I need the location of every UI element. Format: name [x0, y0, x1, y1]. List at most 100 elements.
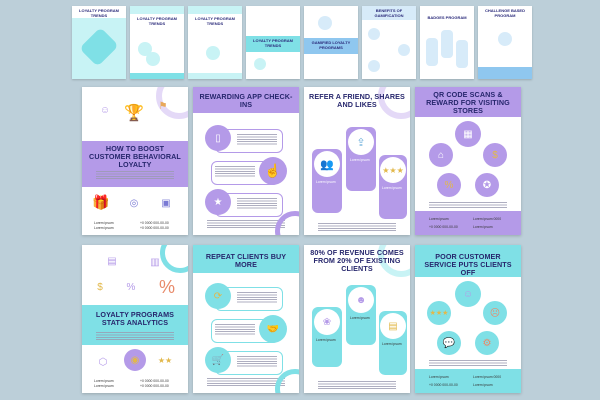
percent-network-icon: % — [126, 281, 136, 293]
thumbnail-challenge-based-program[interactable]: CHALLENGE BASED PROGRAM — [478, 6, 532, 79]
store-location-icon: ⌂ — [437, 149, 445, 161]
item-label: Lorem ipsum — [350, 158, 370, 162]
dollar-pie-icon: $ — [97, 281, 103, 293]
card-title: POOR CUSTOMER SERVICE PUTS CLIENTS OFF — [424, 252, 512, 277]
item-label: Lorem ipsum — [350, 316, 370, 320]
body-text — [318, 223, 396, 231]
thumbnail-loyalty-program-trends-4[interactable]: LOYALTY PROGRAM TRENDS — [246, 6, 300, 79]
brochure-loyalty-stats-analytics[interactable]: ▤ ▥ $ % % LOYALTY PROGRAMS STATS ANALYTI… — [82, 245, 188, 393]
card-title: LOYALTY PROGRAMS STATS ANALYTICS — [95, 310, 175, 327]
title-band — [415, 245, 521, 277]
thumb-footer — [188, 73, 242, 79]
card-title: QR CODE SCANS & REWARD FOR VISITING STOR… — [426, 90, 510, 115]
thumb-header — [362, 6, 416, 20]
thumb-footer — [478, 67, 532, 79]
icon-circle — [380, 157, 406, 183]
reward-box-icon: ✪ — [482, 179, 492, 191]
item-label: Lorem ipsum — [316, 338, 336, 342]
thumb-title: GAMIFIED LOYALTY PROGRAMS — [311, 40, 351, 50]
network-person-icon: ◎ — [129, 197, 139, 209]
star-columns-icon: ★★ — [157, 355, 173, 365]
coin-stack-icon: ▤ — [388, 320, 398, 332]
star-rating-icon: ★★★ — [382, 165, 404, 175]
decor-circle — [156, 87, 188, 119]
contact-phone: +0 0000 000-00-00 — [140, 379, 169, 383]
monitor-chart-icon: ▥ — [150, 256, 160, 268]
body-text — [207, 378, 285, 386]
thumb-title: BENEFITS OF GAMIFICATION — [374, 8, 404, 18]
thumb-title: BADGES PROGRAM — [427, 15, 467, 20]
card-title: REPEAT CLIENTS BUY MORE — [205, 252, 287, 269]
contact-name: Lorem ipsum — [94, 384, 114, 388]
contact-phone: +0 0000 000-00-00 — [140, 221, 169, 225]
brochure-qr-code-scans[interactable]: QR CODE SCANS & REWARD FOR VISITING STOR… — [415, 87, 521, 235]
clients-hand-icon: ☻ — [355, 294, 367, 306]
icon-circle — [483, 143, 507, 167]
contact-email: Lorem ipsum — [429, 375, 449, 379]
face-settings-icon: ☺ — [99, 104, 111, 116]
decor-circle — [378, 245, 410, 277]
item-label: Lorem ipsum — [382, 342, 402, 346]
shopping-cart-icon: 🛒 — [211, 354, 225, 366]
contact-band — [415, 369, 521, 393]
brochure-how-to-boost-loyalty[interactable]: ☺ 🏆 ⚑ HOW TO BOOST CUSTOMER BEHAVIORAL L… — [82, 87, 188, 235]
column-graphic — [456, 40, 468, 68]
contact-web: Lorem ipsum — [473, 383, 493, 387]
thumbnail-benefits-of-gamification[interactable]: BENEFITS OF GAMIFICATION — [362, 6, 416, 79]
title-band — [82, 141, 188, 187]
brochure-rewarding-app-check-ins[interactable]: REWARDING APP CHECK-INS ▯ ☝ ★ — [193, 87, 299, 235]
decor-circle — [275, 211, 299, 235]
icon-circle — [314, 309, 340, 335]
item-label: Lorem ipsum — [316, 180, 336, 184]
phone-coupon-icon: ▯ — [215, 132, 221, 144]
percent-growth-icon: % — [158, 276, 175, 297]
icon-circle — [455, 281, 481, 307]
qr-phone-icon: ▦ — [463, 128, 473, 140]
body-text — [429, 202, 507, 208]
thumbnail-badges-program[interactable]: BADGES PROGRAM — [420, 6, 474, 79]
icon-circle — [483, 301, 507, 325]
card-refresh-icon: ▣ — [161, 197, 171, 209]
thumbnail-loyalty-program-trends-1[interactable]: LOYALTY PROGRAM TRENDS — [72, 6, 126, 79]
icon-circle — [398, 44, 410, 56]
thumb-title: LOYALTY PROGRAM TRENDS — [79, 8, 119, 18]
coin-icon: $ — [492, 149, 498, 161]
title-band — [193, 87, 299, 113]
body-text — [237, 134, 277, 146]
thumb-title: CHALLENGE BASED PROGRAM — [484, 8, 525, 18]
icon-circle — [146, 52, 160, 66]
speech-head-icon: 💬 — [442, 337, 456, 349]
thumb-title: LOYALTY PROGRAM TRENDS — [137, 16, 177, 26]
thumbnail-gamified-loyalty-programs[interactable]: GAMIFIED LOYALTY PROGRAMS — [304, 6, 358, 79]
thumbnail-loyalty-program-trends-2[interactable]: LOYALTY PROGRAM TRENDS — [130, 6, 184, 79]
brochure-repeat-clients[interactable]: REPEAT CLIENTS BUY MORE ⟳ 🤝 🛒 — [193, 245, 299, 393]
icon-circle — [455, 121, 481, 147]
title-band — [193, 245, 299, 273]
network-shield-icon: ⬡ — [98, 356, 108, 368]
customer-cycle-icon: ⟳ — [213, 290, 223, 302]
contact-name: Lorem ipsum — [94, 379, 114, 383]
icon-circle — [498, 32, 512, 46]
rating-stars-icon: ★★★ — [429, 310, 449, 317]
icon-circle — [475, 331, 499, 355]
icon-circle — [314, 151, 340, 177]
contact-web: Lorem ipsum — [473, 225, 493, 229]
thumb-title: LOYALTY PROGRAM TRENDS — [195, 16, 235, 26]
thumb-header — [188, 6, 242, 14]
thumbnail-loyalty-program-trends-3[interactable]: LOYALTY PROGRAM TRENDS — [188, 6, 242, 79]
icon-circle — [368, 28, 380, 40]
brochure-refer-a-friend[interactable]: REFER A FRIEND, SHARES AND LIKES 👥 Lorem… — [304, 87, 410, 235]
body-text — [96, 332, 174, 340]
icon-circle — [205, 189, 231, 215]
contact-name: Lorem ipsum — [94, 226, 114, 230]
decor-circle — [275, 369, 299, 393]
magnifier-eye-icon: ◉ — [130, 354, 140, 366]
icon-circle — [380, 313, 406, 339]
brochure-80-percent-revenue[interactable]: 80% OF REVENUE COMES FROM 20% OF EXISTIN… — [304, 245, 410, 393]
thumb-band — [246, 36, 300, 52]
thumb-title: LOYALTY PROGRAM TRENDS — [253, 38, 293, 48]
brochure-poor-customer-service[interactable]: POOR CUSTOMER SERVICE PUTS CLIENTS OFF ☺… — [415, 245, 521, 393]
thumb-footer — [130, 73, 184, 79]
icon-circle — [205, 347, 231, 373]
contact-location: Lorem ipsum 0000 — [473, 375, 502, 379]
